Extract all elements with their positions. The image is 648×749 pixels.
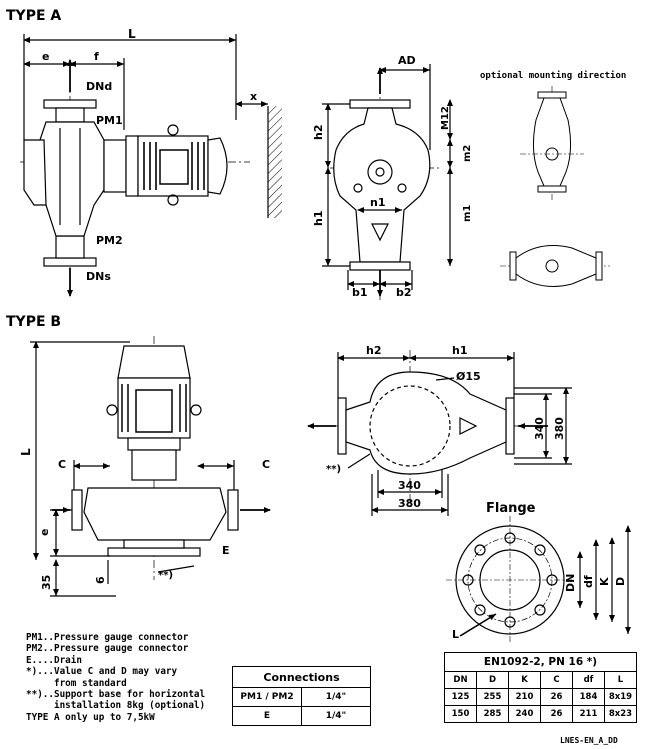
dim-380-v: 380 [553,417,566,440]
table-cell: 210 [508,688,541,706]
dim-h2: h2 [312,125,325,141]
optional-mounting-sketches [500,86,610,287]
dim-ad: AD [398,54,416,67]
flange-drawing [446,516,631,644]
document-reference: LNES-EN_A_DD [560,736,618,745]
legend: PM1..Pressure gauge connector PM2..Press… [26,632,256,723]
header-cell: df [572,671,605,689]
flange-table-title: EN1092-2, PN 16 *) [444,652,637,672]
type-b-side-view [30,336,271,597]
type-b-side-labels: L C C e E 35 6 **) [19,448,270,590]
note-support-base: **) [158,570,173,581]
connections-name: E [232,706,302,726]
table-cell: 125 [444,688,477,706]
flange-labels: DN df K D L [452,574,627,641]
dim-d15: Ø15 [456,370,481,383]
table-row: 150 285 240 26 211 8x23 [444,705,637,723]
dim-340-h: 340 [398,479,421,492]
table-cell: 8x23 [604,705,637,723]
dim-b-h1: h1 [452,344,468,357]
dim-340-v: 340 [533,417,546,440]
type-b-title: TYPE B [6,314,61,330]
legend-line: from standard [26,677,127,689]
flange-dim-df: df [582,575,595,588]
table-cell: 240 [508,705,541,723]
table-row: E 1/4" [232,706,371,726]
table-cell: 26 [540,705,573,723]
label-pm1: PM1 [96,114,123,127]
optional-mounting-title: optional mounting direction [480,70,626,81]
note-support-top: **) [326,464,341,475]
legend-line: installation 8kg (optional) [26,700,206,712]
header-cell: DN [444,671,477,689]
type-a-side-labels: L e f DNd DNs PM1 PM2 x [42,27,257,283]
connections-title: Connections [232,666,371,688]
dim-c-left: C [58,458,66,471]
table-cell: 8x19 [604,688,637,706]
dim-L: L [128,27,136,41]
legend-line: PM1..Pressure gauge connector [26,632,189,643]
header-cell: L [604,671,637,689]
connections-name: PM1 / PM2 [232,687,302,707]
flange-dimensions-table: EN1092-2, PN 16 *) DN D K C df L 125 255… [444,652,637,723]
table-row: PM1 / PM2 1/4" [232,687,371,707]
table-cell: 255 [476,688,509,706]
dim-n1: n1 [370,196,386,209]
flange-dim-d: D [614,577,627,586]
label-pm2: PM2 [96,234,123,247]
dim-m2: m2 [462,145,473,162]
table-cell: 26 [540,688,573,706]
connections-value: 1/4" [301,687,371,707]
dim-b-L: L [19,448,33,456]
table-cell: 211 [572,705,605,723]
label-dns: DNs [86,270,111,283]
header-cell: C [540,671,573,689]
table-cell: 150 [444,705,477,723]
legend-line: TYPE A only up to 7,5kW [26,711,155,723]
dim-35: 35 [40,575,53,590]
flange-dim-k: K [598,577,611,586]
type-b-top-view [307,350,572,516]
flange-title: Flange [486,501,536,516]
label-dnd: DNd [86,80,112,93]
dim-m1: m1 [462,205,473,222]
flange-dim-dn: DN [564,574,577,592]
dim-6: 6 [94,576,107,584]
connections-value: 1/4" [301,706,371,726]
dim-b2: b2 [396,286,412,299]
legend-line: *)...Value C and D may vary [26,666,178,678]
dim-b-h2: h2 [366,344,382,357]
type-a-title: TYPE A [6,8,61,24]
dim-m12: M12 [440,106,451,130]
dim-b-e: e [38,529,51,536]
dim-380-h: 380 [398,497,421,510]
table-cell: 285 [476,705,509,723]
type-b-top-labels: h2 h1 Ø15 340 380 340 380 **) [326,344,566,510]
type-a-front-labels: AD h2 h1 n1 b1 b2 m1 m2 M12 [312,54,473,299]
header-cell: D [476,671,509,689]
table-header-row: DN D K C df L [444,671,637,689]
legend-line: E....Drain [26,654,82,666]
type-a-front-view [322,64,453,300]
legend-line: **)..Support base for horizontal [26,689,206,701]
connections-table: Connections PM1 / PM2 1/4" E 1/4" [232,666,371,726]
table-cell: 184 [572,688,605,706]
type-a-side-view [20,34,282,297]
header-cell: K [508,671,541,689]
flange-dim-l: L [452,628,459,641]
dim-h1: h1 [312,211,325,227]
table-row: 125 255 210 26 184 8x19 [444,688,637,706]
dim-e: e [42,50,49,63]
dim-c-right: C [262,458,270,471]
dim-f: f [94,50,99,63]
dim-b1: b1 [352,286,368,299]
legend-line: PM2..Pressure gauge connector [26,643,189,655]
label-drain-e: E [222,544,230,557]
dim-x: x [250,90,257,103]
